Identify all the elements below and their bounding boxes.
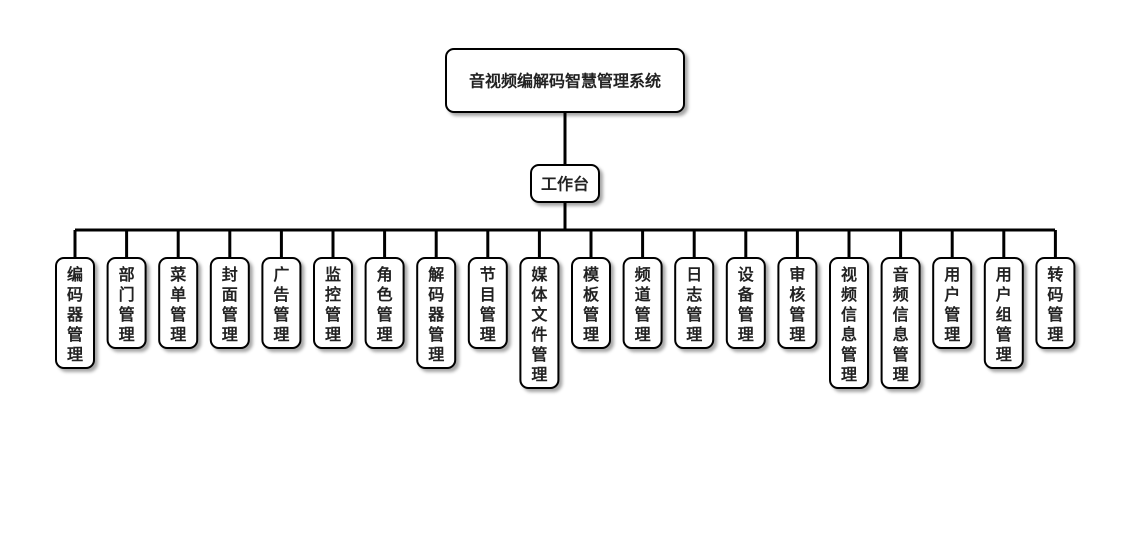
module-node[interactable]: 节目管理 [467,257,508,349]
module-nodes: 编码器管理 部门管理 菜单管理 封面管理 广告管理 监控管理 角色管理 解码器管理 节目管理 媒体… [55,257,1076,389]
module-node-box [777,257,818,349]
module-node[interactable]: 监控管理 [313,257,353,349]
root-node-label: 音视频编解码智慧管理系统 [469,72,661,91]
module-node-box [106,257,147,349]
module-node-label: 日志管理 [686,265,702,344]
module-node-box [261,257,302,349]
module-node-label: 广告管理 [273,265,289,344]
module-node[interactable]: 广告管理 [261,257,302,349]
module-node-box [829,257,869,389]
module-node[interactable]: 用户管理 [932,257,973,349]
workbench-node[interactable]: 工作台 [530,164,600,203]
module-node-label: 设备管理 [737,265,755,344]
module-node-label: 媒体文件管理 [531,265,548,384]
module-node-label: 封面管理 [222,265,238,344]
module-node[interactable]: 模板管理 [571,257,611,349]
module-node[interactable]: 频道管理 [622,257,663,349]
module-node-box [725,257,766,349]
module-node[interactable]: 解码器管理 [416,257,457,369]
module-node-box [674,257,715,349]
module-node-box [519,257,560,389]
module-node[interactable]: 封面管理 [209,257,250,349]
module-node[interactable]: 视频信息管理 [829,257,869,389]
module-node-box [932,257,973,349]
module-node-label: 监控管理 [325,265,341,344]
module-node-label: 模板管理 [583,265,600,344]
module-node[interactable]: 设备管理 [725,257,766,349]
module-node[interactable]: 音频信息管理 [880,257,921,389]
module-node[interactable]: 日志管理 [674,257,715,349]
module-node[interactable]: 编码器管理 [55,257,95,369]
module-node-box [313,257,353,349]
module-node[interactable]: 菜单管理 [158,257,199,349]
module-node[interactable]: 角色管理 [364,257,405,349]
module-node-box [158,257,199,349]
module-node-label: 节目管理 [480,265,496,344]
module-node-label: 角色管理 [377,265,393,344]
module-node-box [209,257,250,349]
module-node-label: 音频信息管理 [893,265,909,384]
module-node[interactable]: 用户组管理 [983,257,1024,369]
module-node-label: 转码管理 [1047,265,1063,344]
module-node[interactable]: 部门管理 [106,257,147,349]
connectors [73,112,1057,258]
module-node-label: 解码器管理 [427,265,445,364]
module-node-label: 用户组管理 [996,265,1012,364]
module-node-label: 编码器管理 [66,265,84,364]
module-node-box [467,257,508,349]
workbench-node-label: 工作台 [541,175,589,194]
module-node-label: 频道管理 [635,265,651,344]
module-node[interactable]: 转码管理 [1035,257,1076,349]
module-node-box [1035,257,1076,349]
module-node-label: 部门管理 [119,265,135,344]
module-node-box [571,257,611,349]
module-node[interactable]: 媒体文件管理 [519,257,560,389]
module-drop-connectors [73,230,1057,258]
module-node-label: 审核管理 [789,265,805,344]
module-node-label: 菜单管理 [169,265,186,344]
module-node-box [364,257,405,349]
module-node[interactable]: 审核管理 [777,257,818,349]
module-node-box [880,257,921,389]
root-node[interactable]: 音视频编解码智慧管理系统 [445,48,685,113]
module-node-box [622,257,663,349]
module-node-box [416,257,457,369]
module-node-box [983,257,1024,369]
module-node-label: 用户管理 [944,265,960,344]
module-node-label: 视频信息管理 [841,265,857,384]
module-node-box [55,257,95,369]
